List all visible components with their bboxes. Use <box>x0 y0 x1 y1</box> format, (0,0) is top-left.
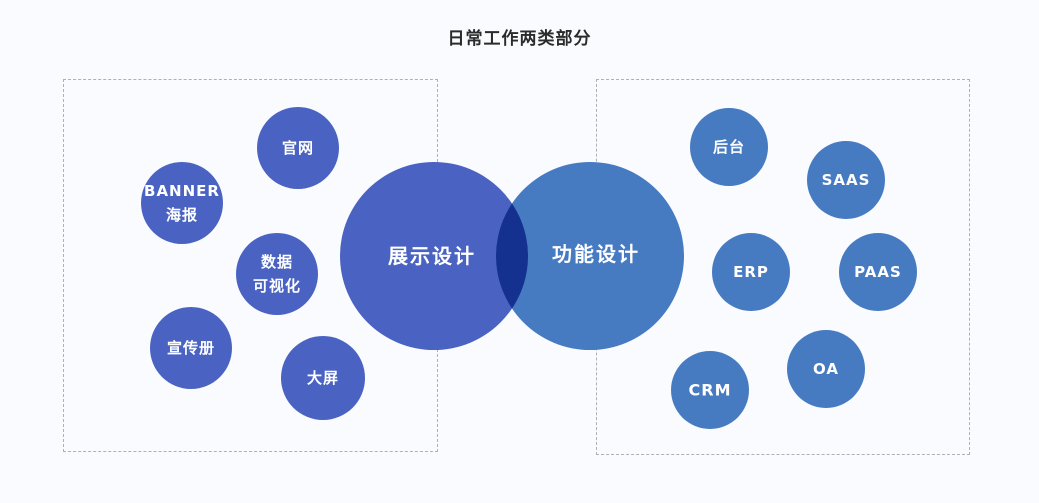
display-item-label: 可视化 <box>253 277 301 295</box>
display-item-circle <box>141 162 223 244</box>
function-item-circle <box>690 108 768 186</box>
function-item-circle <box>671 351 749 429</box>
display-item-label: 大屏 <box>307 369 339 387</box>
function-item-circle <box>839 233 917 311</box>
function-item-label: OA <box>813 360 839 378</box>
function-design-circle <box>496 162 684 350</box>
function-item-label: SAAS <box>822 171 871 189</box>
diagram-title: 日常工作两类部分 <box>447 29 592 49</box>
display-item-label: BANNER <box>144 182 220 200</box>
display-item-label: 宣传册 <box>167 339 215 357</box>
function-item-label: 后台 <box>713 138 745 156</box>
function-design-label: 功能设计 <box>552 242 640 266</box>
function-item-circle <box>787 330 865 408</box>
function-item-label: PAAS <box>854 263 902 281</box>
display-item-circle <box>150 307 232 389</box>
function-item-label: CRM <box>689 381 732 400</box>
function-items-group: 后台 SAAS ERP PAAS OA CRM <box>671 108 917 429</box>
function-item-label: ERP <box>733 263 769 281</box>
display-item-circle <box>257 107 339 189</box>
display-item-label: 海报 <box>166 206 198 224</box>
display-item-label: 官网 <box>282 139 314 157</box>
display-item-circle <box>281 336 365 420</box>
display-item-circle <box>236 233 318 315</box>
function-item-circle <box>712 233 790 311</box>
display-item-label: 数据 <box>261 253 293 271</box>
display-design-label: 展示设计 <box>388 244 476 268</box>
function-item-circle <box>807 141 885 219</box>
display-design-circle <box>340 162 528 350</box>
